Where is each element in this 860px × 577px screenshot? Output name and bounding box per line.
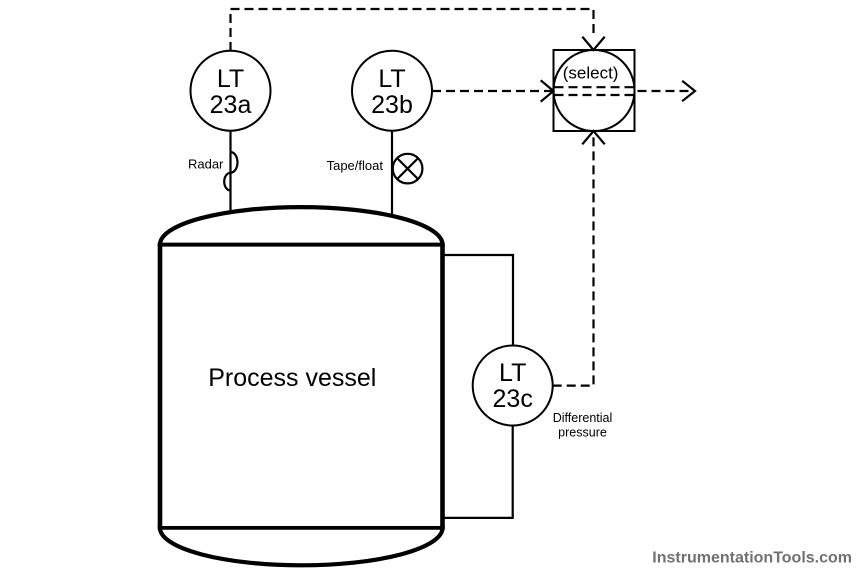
svg-text:Radar: Radar — [188, 157, 224, 172]
svg-text:InstrumentationTools.com: InstrumentationTools.com — [652, 550, 852, 567]
svg-text:23c: 23c — [493, 385, 533, 413]
svg-text:LT: LT — [217, 65, 244, 93]
svg-text:LT: LT — [378, 65, 405, 93]
svg-text:Process vessel: Process vessel — [208, 364, 376, 392]
svg-text:LT: LT — [499, 359, 526, 387]
svg-text:23a: 23a — [210, 91, 252, 119]
svg-text:(select): (select) — [563, 63, 619, 82]
svg-text:Differential: Differential — [553, 411, 613, 425]
svg-text:Tape/float: Tape/float — [327, 158, 384, 173]
svg-text:pressure: pressure — [558, 425, 607, 439]
svg-text:23b: 23b — [371, 91, 413, 119]
